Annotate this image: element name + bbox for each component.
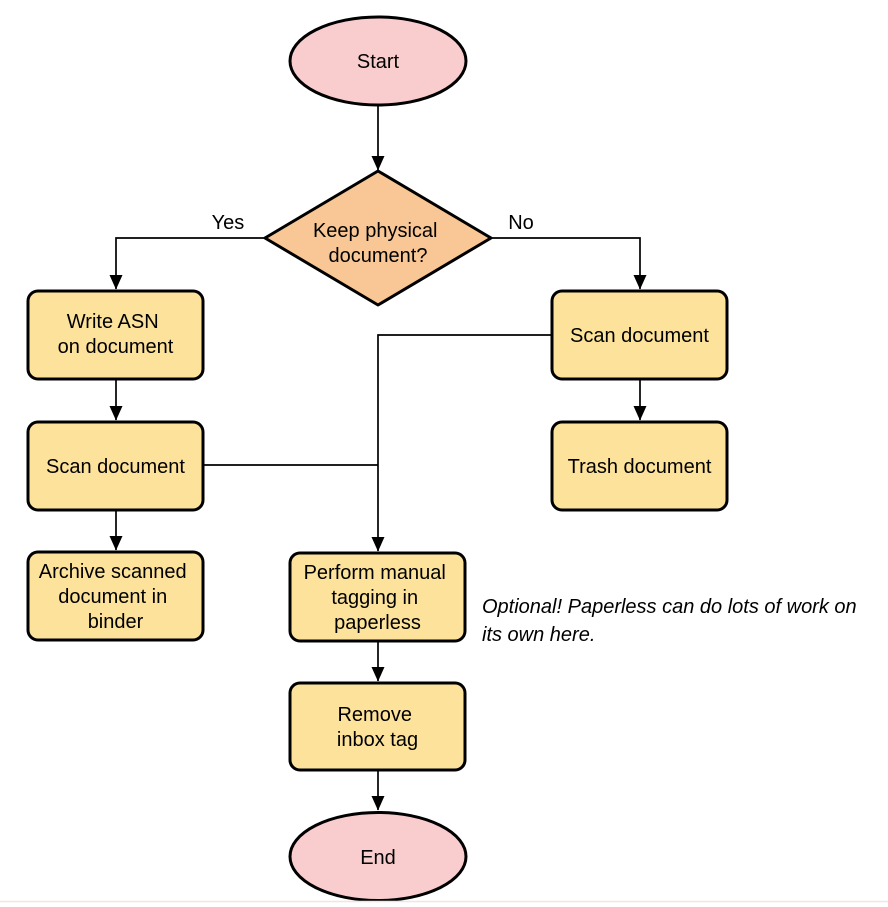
tagging-process-shape <box>288 551 467 643</box>
decision-label: Keep physical document? <box>313 220 443 267</box>
no-edge-label: No <box>508 212 534 234</box>
remove-inbox-process-shape <box>288 681 467 772</box>
node-archive-in-binder: Archive scanned document in binder <box>26 550 205 642</box>
node-keep-physical-decision: Keep physical document? <box>263 169 493 307</box>
node-manual-tagging: Perform manual tagging in paperless <box>288 551 467 643</box>
decision-diamond-shape <box>263 169 493 307</box>
end-label: End <box>360 847 396 869</box>
scan-left-process-shape <box>26 420 205 512</box>
tagging-label: Perform manual tagging in paperless <box>304 562 452 634</box>
archive-process-shape <box>26 550 205 642</box>
node-scan-document-left: Scan document <box>26 420 205 512</box>
start-label: Start <box>357 51 400 73</box>
node-scan-document-right: Scan document <box>550 289 729 381</box>
edge-no-decision-to-scan-right <box>491 237 647 290</box>
write-asn-label: Write ASN on document <box>58 311 174 358</box>
end-terminator-shape <box>288 811 468 902</box>
node-write-asn: Write ASN on document <box>26 289 205 381</box>
remove-inbox-label: Remove inbox tag <box>337 704 418 751</box>
node-trash-document: Trash document <box>550 420 729 512</box>
start-terminator-shape <box>288 15 468 107</box>
write-asn-process-shape <box>26 289 205 381</box>
scan-right-process-shape <box>550 289 729 381</box>
node-remove-inbox-tag: Remove inbox tag <box>288 681 467 772</box>
edge-yes-decision-to-write-asn <box>109 237 265 290</box>
node-end: End <box>288 811 468 902</box>
archive-label: Archive scanned document in binder <box>39 561 192 633</box>
edges <box>109 105 647 811</box>
trash-label: Trash document <box>568 456 712 478</box>
scan-left-label: Scan document <box>46 456 185 478</box>
trash-process-shape <box>550 420 729 512</box>
scan-right-label: Scan document <box>570 325 709 347</box>
node-start: Start <box>288 15 468 107</box>
yes-edge-label: Yes <box>212 212 245 234</box>
optional-annotation: Optional! Paperless can do lots of work … <box>482 596 862 646</box>
edge-scan-right-to-tagging <box>371 334 552 552</box>
